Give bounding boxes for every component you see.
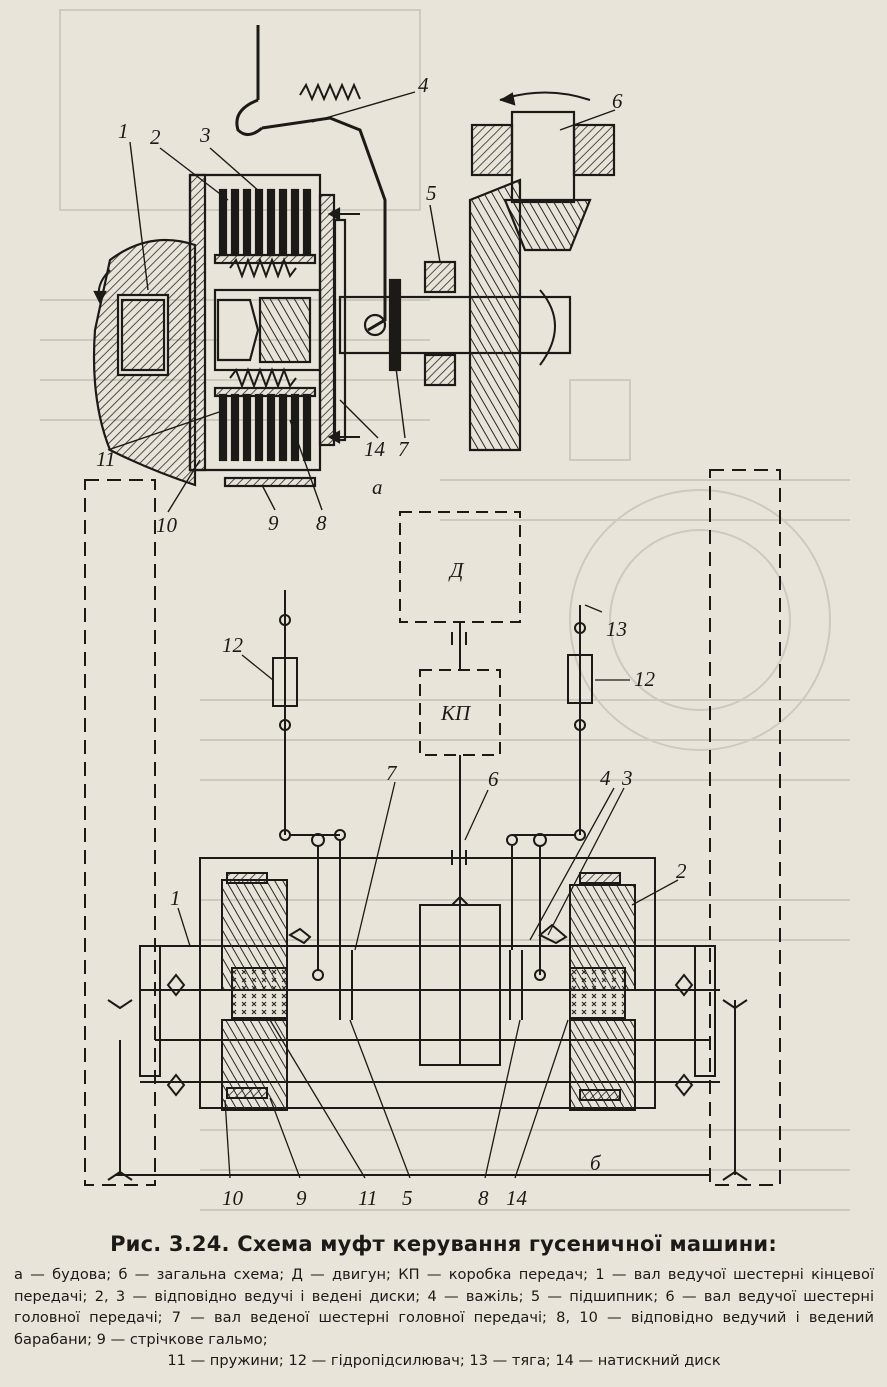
callout-b-5: 5 [402, 1186, 413, 1210]
callout-a-11: 11 [96, 447, 115, 471]
gearbox-label: КП [440, 701, 472, 725]
part-a-cutaway-drawing [92, 25, 616, 513]
track-frames [84, 469, 781, 1186]
callout-b-10: 10 [222, 1186, 244, 1210]
clutch-diagram-figure: 1 2 3 4 5 6 7 8 9 10 11 14 а [40, 9, 850, 1211]
callout-b-13: 13 [606, 617, 627, 641]
callout-b-12-left: 12 [222, 633, 244, 657]
part-b-scheme [107, 511, 748, 1181]
callout-b-2: 2 [676, 859, 687, 883]
part-a-label: а [372, 475, 383, 499]
callout-a-14: 14 [364, 437, 386, 461]
part-b-label: б [590, 1151, 602, 1175]
engine-label: Д [448, 558, 465, 582]
callout-a-3: 3 [199, 123, 211, 147]
figure-caption-title: Рис. 3.24. Схема муфт керування гусеничн… [110, 1232, 777, 1256]
callout-a-4: 4 [418, 73, 429, 97]
callout-a-8: 8 [316, 511, 327, 535]
callout-a-7: 7 [398, 437, 410, 461]
part-a-callouts: 1 2 3 4 5 6 7 8 9 10 11 14 а [96, 73, 623, 537]
callout-b-11: 11 [358, 1186, 377, 1210]
callout-b-3: 3 [621, 766, 633, 790]
callout-b-1: 1 [170, 886, 181, 910]
callout-a-5: 5 [426, 181, 437, 205]
callout-b-14: 14 [506, 1186, 528, 1210]
caption-legend-last-line: 11 — пружини; 12 — гідропідсилювач; 13 —… [167, 1352, 721, 1369]
callout-b-9: 9 [296, 1186, 307, 1210]
callout-a-1: 1 [118, 119, 129, 143]
callout-b-8: 8 [478, 1186, 489, 1210]
callout-b-12-right: 12 [634, 667, 656, 691]
figure-caption-body: а — будова; б — загальна схема; Д — двиг… [14, 1264, 874, 1372]
callout-a-6: 6 [612, 89, 623, 113]
callout-b-4: 4 [600, 766, 611, 790]
callout-a-10: 10 [156, 513, 178, 537]
callout-b-7: 7 [386, 761, 398, 785]
callout-a-9: 9 [268, 511, 279, 535]
callout-b-6: 6 [488, 767, 499, 791]
callout-a-2: 2 [150, 125, 161, 149]
bleed-through-background [40, 9, 850, 1211]
part-b-callouts: 1 2 3 4 5 6 7 8 9 10 11 12 12 13 14 б [170, 617, 687, 1210]
caption-legend-text: а — будова; б — загальна схема; Д — двиг… [14, 1266, 874, 1348]
